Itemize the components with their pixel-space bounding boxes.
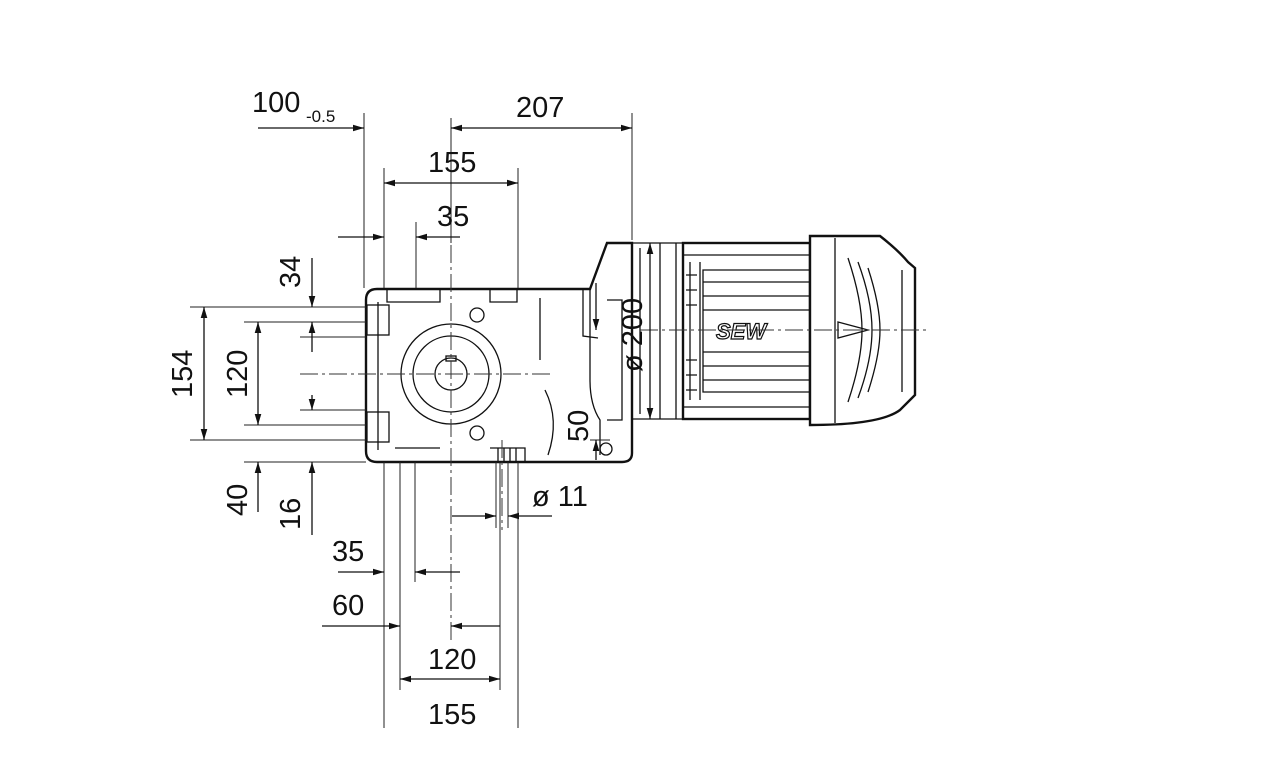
dim-207: 207: [516, 92, 564, 124]
dimension-lines: [200, 124, 654, 683]
dim-155-bottom: 155: [428, 699, 476, 731]
dim-hole-diameter: ø 11: [532, 481, 588, 513]
brand-logo: SEW: [716, 319, 768, 344]
dim-120-bottom: 120: [428, 644, 476, 676]
dim-120-left: 120: [222, 350, 254, 398]
dim-40: 40: [222, 484, 254, 516]
dim-50: 50: [563, 410, 595, 442]
dim-60: 60: [332, 590, 364, 622]
dim-35-bottom: 35: [332, 536, 364, 568]
dim-16: 16: [275, 498, 307, 530]
dim-155-top: 155: [428, 147, 476, 179]
dim-154: 154: [167, 350, 199, 398]
dim-34: 34: [275, 256, 307, 288]
dim-35-top: 35: [437, 201, 469, 233]
dimension-labels: 100 -0.5 207 155 35 34 154 120 40 16 ø 2…: [167, 87, 649, 731]
dim-100-tolerance: -0.5: [306, 107, 335, 126]
dim-motor-diameter: ø 200: [617, 298, 649, 372]
dim-100: 100: [252, 87, 300, 119]
motor: [632, 234, 917, 427]
center-lines: [300, 245, 930, 640]
extension-lines: [190, 113, 633, 728]
